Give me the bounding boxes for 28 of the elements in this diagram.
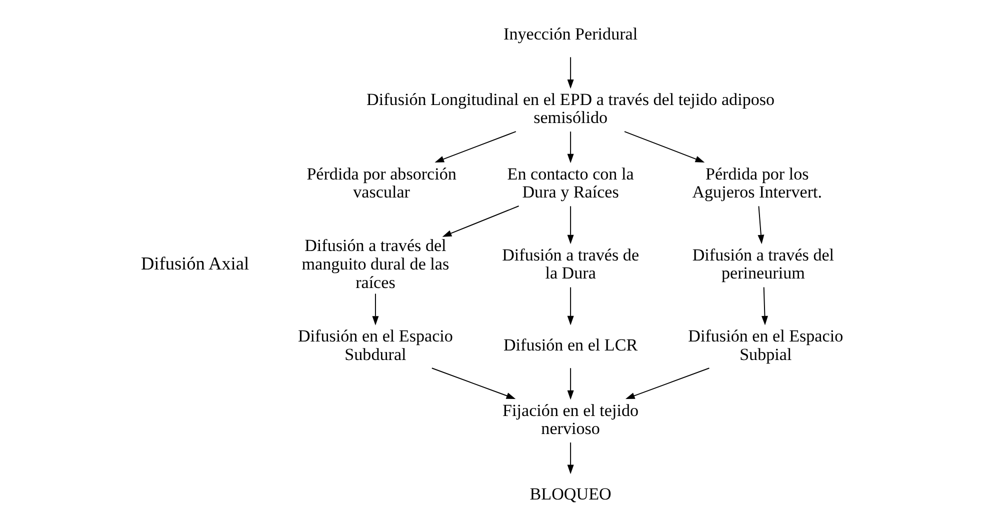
- node-text: Difusión a través del perineurium: [692, 245, 834, 283]
- node-text: Pérdida por absorción vascular: [306, 164, 456, 202]
- node-text: Inyección Peridural: [503, 24, 638, 44]
- arrow: [566, 206, 574, 244]
- node-text: Fijación en el tejido nervioso: [502, 400, 638, 438]
- node-text: BLOQUEO: [529, 484, 611, 504]
- arrow: [442, 206, 519, 237]
- arrow: [430, 368, 516, 399]
- arrow: [566, 56, 574, 89]
- node-text: Difusión en el Espacio Subpial: [688, 326, 843, 364]
- arrow: [434, 131, 516, 162]
- arrow: [566, 131, 574, 164]
- arrow: [624, 131, 704, 162]
- arrow: [566, 442, 574, 474]
- arrow: [566, 286, 574, 326]
- node-text: Difusión en el Espacio Subdural: [297, 326, 452, 364]
- node-text: Difusión en el LCR: [502, 336, 638, 355]
- label: Difusión Axial: [140, 253, 249, 274]
- arrow: [761, 286, 768, 326]
- arrow: [566, 368, 574, 400]
- arrow: [757, 206, 764, 244]
- arrow: [372, 293, 378, 326]
- node-text: Difusión a través del manguito dural de las raíces: [301, 236, 449, 292]
- node-text: Difusión a través de la Dura: [502, 245, 639, 283]
- node-text: En contacto con la Dura y Raíces: [506, 164, 634, 202]
- node-text: Difusión Longitudinal en el EPD a través del tejido adiposo semisólido: [366, 90, 774, 128]
- arrow: [624, 368, 710, 399]
- node-text: Pérdida por los Agujeros Intervert.: [692, 164, 822, 202]
